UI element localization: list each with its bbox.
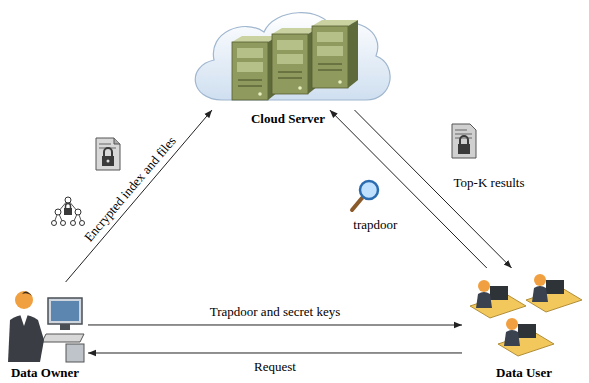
node-caption: Data User — [496, 366, 552, 381]
node-caption: Data Owner — [11, 366, 79, 381]
arrow-connector — [66, 110, 212, 282]
trapdoor-icon — [352, 181, 378, 210]
arrow-connector — [88, 352, 462, 353]
edge-label: trapdoor — [351, 218, 399, 233]
data-owner-icon — [8, 291, 84, 362]
server-icon — [232, 20, 358, 100]
edge-label: Trapdoor and secret keys — [208, 305, 343, 320]
encrypted-index-icon — [52, 197, 85, 226]
result-file-icon — [452, 124, 476, 158]
data-user-icon — [470, 274, 582, 356]
encrypted-file-icon — [96, 138, 120, 170]
data-owner-node: Data Owner — [2, 282, 88, 364]
cloud-icon — [195, 13, 390, 100]
edge-label: Top-K results — [452, 176, 527, 191]
data-user-node: Data User — [462, 268, 586, 364]
arrow-connector — [88, 324, 462, 325]
edge-label: Request — [252, 360, 298, 375]
node-caption: Cloud Server — [251, 112, 325, 127]
cloud-server-node: Cloud Server — [193, 2, 383, 110]
